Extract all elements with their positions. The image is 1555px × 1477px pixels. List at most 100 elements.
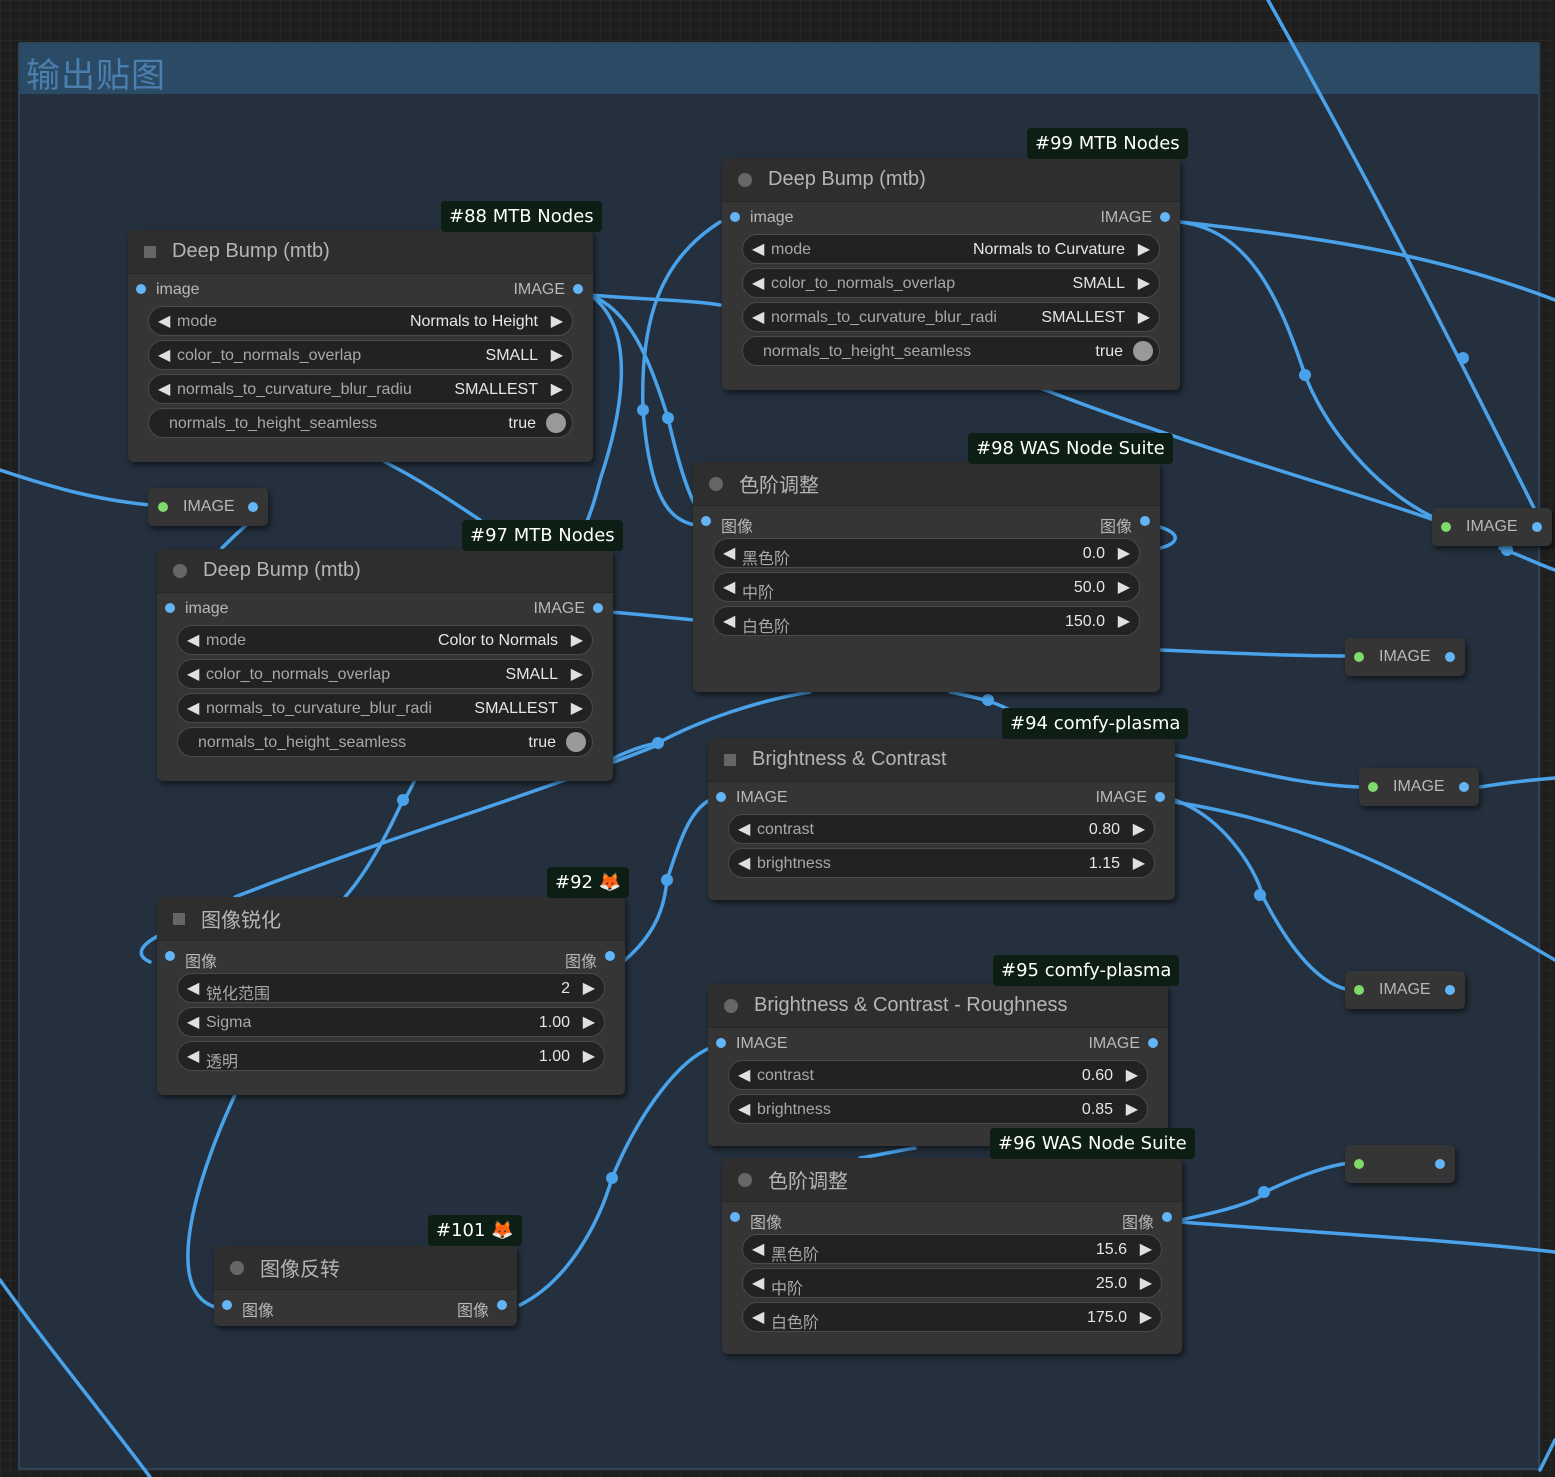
output-slot-image[interactable] [1160,212,1170,222]
reroute-node[interactable]: IMAGE [148,488,268,526]
arrow-left-icon[interactable]: ◀ [187,666,200,683]
arrow-left-icon[interactable]: ◀ [187,632,200,649]
arrow-left-icon[interactable]: ◀ [158,381,171,398]
node-deep-bump-99[interactable]: Deep Bump (mtb) image IMAGE ◀ mode Norma… [722,158,1180,390]
input-slot-image[interactable] [165,603,175,613]
widget-color-to-normals-overlap[interactable]: ◀ color_to_normals_overlap SMALL ▶ [742,268,1160,298]
circle-icon[interactable] [738,1172,752,1187]
arrow-right-icon[interactable]: ▶ [1117,545,1130,562]
arrow-right-icon[interactable]: ▶ [1139,1241,1152,1258]
square-icon[interactable] [173,912,185,925]
group-header[interactable]: 输出贴图 [20,44,1538,96]
arrow-left-icon[interactable]: ◀ [158,347,171,364]
arrow-right-icon[interactable]: ▶ [582,1048,595,1065]
widget-white-level[interactable]: ◀ 白色阶 175.0 ▶ [742,1302,1162,1332]
arrow-right-icon[interactable]: ▶ [1137,309,1150,326]
output-slot-image[interactable] [593,603,603,613]
widget-contrast[interactable]: ◀ contrast 0.60 ▶ [728,1060,1148,1090]
widget-normals-to-curvature-blur-radius[interactable]: ◀ normals_to_curvature_blur_radi SMALLES… [177,693,593,723]
arrow-right-icon[interactable]: ▶ [1137,241,1150,258]
reroute-output-slot[interactable] [1445,985,1455,995]
arrow-left-icon[interactable]: ◀ [752,1309,765,1326]
arrow-right-icon[interactable]: ▶ [1132,821,1145,838]
arrow-left-icon[interactable]: ◀ [738,821,751,838]
widget-color-to-normals-overlap[interactable]: ◀ color_to_normals_overlap SMALL ▶ [177,659,593,689]
node-title-bar[interactable]: Brightness & Contrast - Roughness [708,984,1168,1028]
reroute-output-slot[interactable] [1532,522,1542,532]
reroute-input-slot[interactable] [1354,652,1364,662]
widget-mode[interactable]: ◀ mode Color to Normals ▶ [177,625,593,655]
widget-white-level[interactable]: ◀ 白色阶 150.0 ▶ [713,606,1140,636]
arrow-left-icon[interactable]: ◀ [158,313,171,330]
node-title-bar[interactable]: Deep Bump (mtb) [157,549,613,593]
arrow-right-icon[interactable]: ▶ [1125,1101,1138,1118]
arrow-right-icon[interactable]: ▶ [570,666,583,683]
arrow-right-icon[interactable]: ▶ [550,381,563,398]
arrow-left-icon[interactable]: ◀ [752,1241,765,1258]
reroute-node[interactable]: IMAGE [1345,971,1465,1009]
arrow-left-icon[interactable]: ◀ [723,545,736,562]
circle-icon[interactable] [724,998,738,1013]
arrow-left-icon[interactable]: ◀ [738,1067,751,1084]
arrow-left-icon[interactable]: ◀ [738,855,751,872]
arrow-left-icon[interactable]: ◀ [752,309,765,326]
node-deep-bump-97[interactable]: Deep Bump (mtb) image IMAGE ◀ mode Color… [157,549,613,781]
widget-color-to-normals-overlap[interactable]: ◀ color_to_normals_overlap SMALL ▶ [148,340,573,370]
circle-icon[interactable] [230,1260,244,1275]
widget-contrast[interactable]: ◀ contrast 0.80 ▶ [728,814,1155,844]
node-title-bar[interactable]: 色阶调整 [693,462,1160,506]
widget-brightness[interactable]: ◀ brightness 1.15 ▶ [728,848,1155,878]
reroute-output-slot[interactable] [1435,1159,1445,1169]
output-slot-image[interactable] [1162,1212,1172,1222]
reroute-input-slot[interactable] [1441,522,1451,532]
output-slot-image[interactable] [605,951,615,961]
arrow-left-icon[interactable]: ◀ [752,1275,765,1292]
arrow-right-icon[interactable]: ▶ [570,632,583,649]
reroute-node[interactable]: IMAGE [1345,638,1465,676]
reroute-input-slot[interactable] [1354,1159,1364,1169]
toggle-knob[interactable] [1133,341,1153,361]
widget-mid-level[interactable]: ◀ 中阶 50.0 ▶ [713,572,1140,602]
arrow-right-icon[interactable]: ▶ [1132,855,1145,872]
node-title-bar[interactable]: Deep Bump (mtb) [128,230,593,274]
output-slot-image[interactable] [497,1300,507,1310]
widget-alpha[interactable]: ◀ 透明 1.00 ▶ [177,1041,605,1071]
reroute-output-slot[interactable] [1445,652,1455,662]
toggle-knob[interactable] [566,732,586,752]
widget-black-level[interactable]: ◀ 黑色阶 15.6 ▶ [742,1234,1162,1264]
widget-normals-to-curvature-blur-radius[interactable]: ◀ normals_to_curvature_blur_radi SMALLES… [742,302,1160,332]
widget-black-level[interactable]: ◀ 黑色阶 0.0 ▶ [713,538,1140,568]
arrow-right-icon[interactable]: ▶ [550,347,563,364]
arrow-right-icon[interactable]: ▶ [1117,613,1130,630]
reroute-output-slot[interactable] [1459,782,1469,792]
arrow-left-icon[interactable]: ◀ [187,980,200,997]
input-slot-image[interactable] [222,1300,232,1310]
node-title-bar[interactable]: Brightness & Contrast [708,738,1175,782]
node-deep-bump-88[interactable]: Deep Bump (mtb) image IMAGE ◀ mode Norma… [128,230,593,462]
input-slot-image[interactable] [716,1038,726,1048]
input-slot-image[interactable] [136,284,146,294]
toggle-normals-to-height-seamless[interactable]: normals_to_height_seamless true [742,336,1160,366]
widget-sigma[interactable]: ◀ Sigma 1.00 ▶ [177,1007,605,1037]
reroute-input-slot[interactable] [1368,782,1378,792]
arrow-left-icon[interactable]: ◀ [187,1048,200,1065]
input-slot-image[interactable] [730,212,740,222]
input-slot-image[interactable] [701,516,711,526]
arrow-right-icon[interactable]: ▶ [1117,579,1130,596]
reroute-input-slot[interactable] [158,502,168,512]
circle-icon[interactable] [709,476,723,491]
circle-icon[interactable] [738,172,752,187]
widget-mid-level[interactable]: ◀ 中阶 25.0 ▶ [742,1268,1162,1298]
arrow-left-icon[interactable]: ◀ [752,241,765,258]
input-slot-image[interactable] [716,792,726,802]
output-slot-image[interactable] [573,284,583,294]
arrow-right-icon[interactable]: ▶ [582,1014,595,1031]
arrow-right-icon[interactable]: ▶ [582,980,595,997]
reroute-node[interactable]: IMAGE [1359,768,1479,806]
widget-normals-to-curvature-blur-radius[interactable]: ◀ normals_to_curvature_blur_radiu SMALLE… [148,374,573,404]
widget-mode[interactable]: ◀ mode Normals to Curvature ▶ [742,234,1160,264]
arrow-right-icon[interactable]: ▶ [1139,1309,1152,1326]
circle-icon[interactable] [173,563,187,578]
arrow-right-icon[interactable]: ▶ [1137,275,1150,292]
output-slot-image[interactable] [1155,792,1165,802]
